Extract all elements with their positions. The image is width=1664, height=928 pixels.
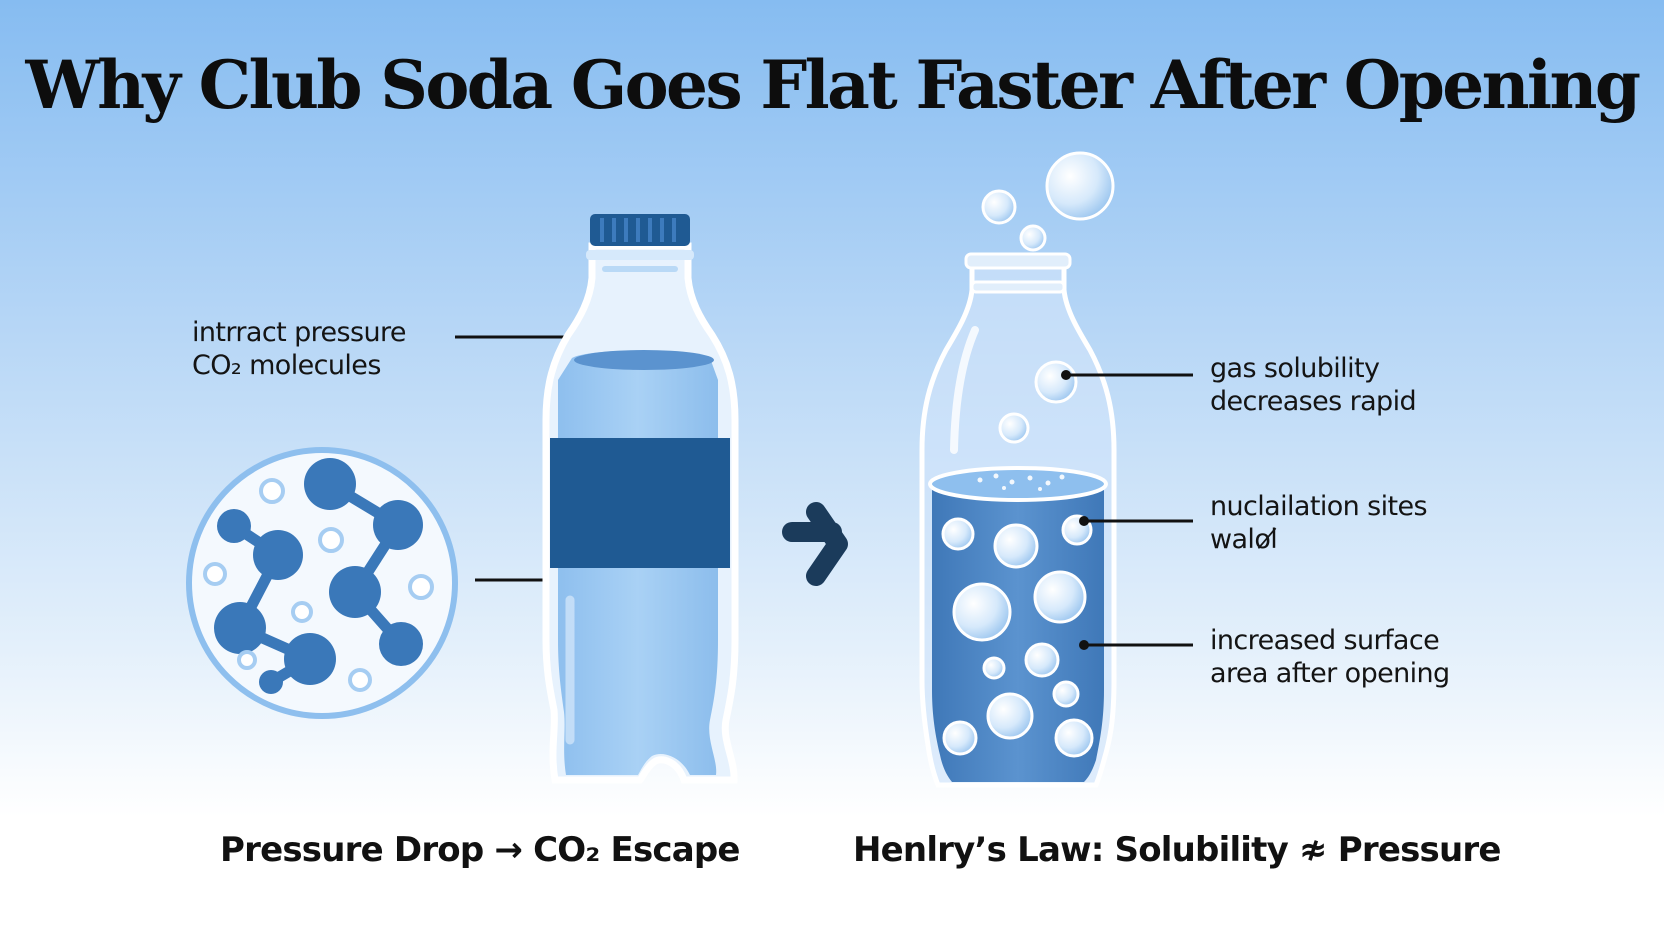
label-line: intrract pressure (192, 317, 407, 348)
leader-lines-right (1068, 373, 1193, 647)
caption-pressure-drop: Pressure Drop → CO₂ Escape (220, 830, 740, 870)
molecule-circle-icon (186, 447, 458, 719)
label-line: gas solubility (1210, 353, 1380, 384)
label-nucleation-sites: nuclailation sites walol̸ (1210, 490, 1428, 556)
label-line: nuclailation sites (1210, 491, 1428, 522)
label-gas-solubility: gas solubility decreases rapid (1210, 352, 1417, 418)
label-line: CO₂ molecules (192, 350, 381, 381)
sealed-bottle-icon (542, 214, 739, 784)
label-internal-pressure: intrract pressure CO₂ molecules (192, 316, 407, 382)
label-line: decreases rapid (1210, 386, 1417, 417)
caption-henrys-law: Henlry’s Law: Solubility ≉ Pressure (853, 830, 1501, 870)
right-arrow-icon (782, 502, 848, 586)
label-line: increased surface (1210, 625, 1440, 656)
page-title: Why Club Soda Goes Flat Faster After Ope… (25, 46, 1641, 124)
label-surface-area: increased surface area after opening (1210, 624, 1450, 690)
label-line: walol̸ (1210, 524, 1278, 555)
label-line: area after opening (1210, 658, 1450, 689)
open-bottle-icon (919, 151, 1117, 788)
